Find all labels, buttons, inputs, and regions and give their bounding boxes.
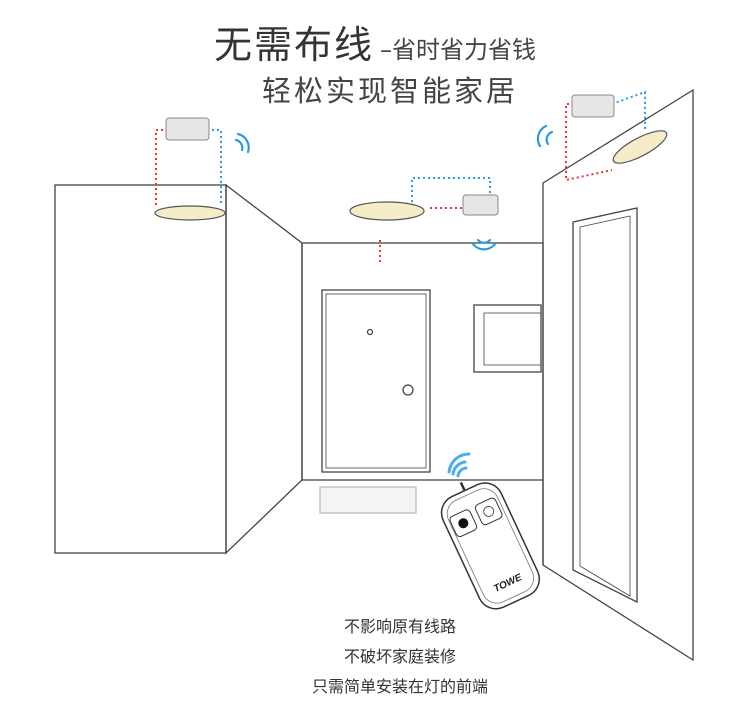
front-door bbox=[321, 289, 431, 473]
remote-control: TOWE bbox=[440, 481, 541, 610]
remote-button-off bbox=[474, 497, 503, 526]
feature-item: 不影响原有线路 bbox=[343, 617, 456, 636]
switch-module bbox=[165, 117, 210, 141]
wifi-signal-icon bbox=[234, 132, 250, 154]
door-knob bbox=[402, 384, 414, 396]
ceiling-lamp bbox=[349, 201, 425, 221]
feature-list: 不影响原有线路 不破坏家庭装修 只需简单安装在灯的前端 bbox=[250, 612, 550, 702]
live-wire bbox=[155, 129, 168, 205]
wifi-signal-icon bbox=[447, 452, 471, 478]
subtitle: 轻松实现智能家居 bbox=[261, 74, 518, 108]
headline: 无需布线–省时省力省钱 bbox=[0, 14, 750, 69]
left-wall bbox=[54, 184, 227, 554]
feature-item: 不破坏家庭装修 bbox=[343, 647, 456, 666]
right-wall bbox=[542, 88, 694, 662]
wifi-signal-icon bbox=[471, 238, 497, 251]
doormat bbox=[319, 486, 417, 514]
ceiling-lamp bbox=[154, 205, 226, 221]
switch-module bbox=[462, 194, 499, 216]
switch-module bbox=[571, 94, 615, 118]
neutral-wire bbox=[207, 129, 222, 205]
side-door bbox=[572, 207, 638, 604]
headline-tagline: –省时省力省钱 bbox=[380, 36, 536, 64]
ceiling-lamp bbox=[612, 130, 668, 164]
wifi-signal-icon bbox=[536, 124, 554, 148]
headline-main: 无需布线 bbox=[213, 23, 374, 67]
left-side-wall bbox=[225, 183, 303, 555]
feature-item: 只需简单安装在灯的前端 bbox=[311, 677, 488, 696]
door-peephole bbox=[366, 328, 374, 336]
back-wall bbox=[301, 242, 544, 481]
